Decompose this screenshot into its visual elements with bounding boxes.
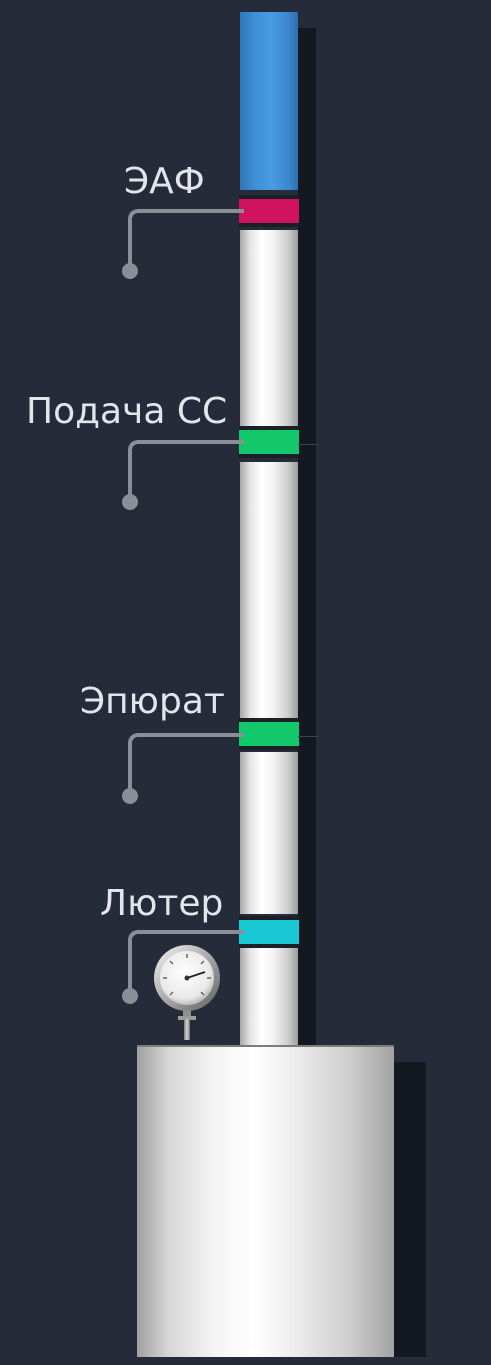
label-luter: Лютер [100, 883, 224, 924]
column-shadow [298, 28, 316, 1047]
ring-epurat[interactable] [239, 718, 299, 750]
column-segment [240, 230, 298, 430]
pointer-dot-feed [122, 494, 138, 510]
distillation-column [239, 12, 299, 1047]
ring-eaf[interactable] [239, 195, 299, 227]
pointer-dot-eaf [122, 263, 138, 279]
label-feed: Подача СС [26, 391, 228, 432]
still-tank [137, 1045, 394, 1357]
leader-line [298, 736, 318, 737]
ring-feed[interactable] [239, 426, 299, 458]
column-segment [240, 752, 298, 914]
label-eaf: ЭАФ [124, 161, 205, 202]
pointer-dot-luter [122, 988, 138, 1004]
pointer-eaf [128, 209, 244, 275]
leader-line [298, 444, 318, 445]
pointer-feed [128, 440, 244, 506]
column-segment [240, 462, 298, 720]
column-segment [240, 946, 298, 1047]
pointer-luter [128, 930, 244, 1000]
thermometer-gauge-icon[interactable] [150, 944, 224, 1040]
label-epurat: Эпюрат [80, 681, 225, 722]
column-top-blue-section [240, 12, 298, 190]
tank-shadow [394, 1062, 426, 1357]
pointer-dot-epurat [122, 788, 138, 804]
pointer-epurat [128, 733, 244, 799]
ring-luter[interactable] [239, 916, 299, 948]
